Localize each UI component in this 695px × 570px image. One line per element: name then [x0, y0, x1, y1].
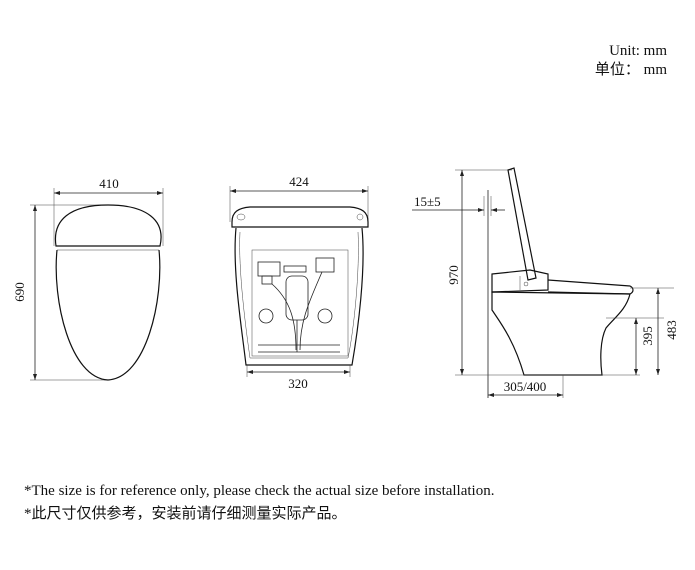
back-body [234, 227, 364, 366]
seat-height-label: 395 [640, 326, 655, 346]
unit-label-cn: 单位： mm [594, 62, 667, 78]
rim-height-label: 483 [664, 320, 679, 340]
front-height-label: 690 [12, 282, 27, 302]
disclaimer-en: *The size is for reference only, please … [24, 483, 495, 499]
bowl [491, 291, 631, 376]
raised-lid [507, 167, 537, 281]
water-tank-icon [285, 275, 309, 321]
back-top-width-label: 424 [289, 174, 309, 189]
back-bottom-width-label: 320 [288, 376, 308, 391]
front-lid [54, 204, 162, 247]
unit-label: Unit: mm 单位： mm [595, 42, 667, 80]
side-view: 15±5 970 395 483 [412, 167, 679, 398]
depth-label: 305/400 [504, 379, 547, 394]
unit-label-en: Unit: mm [609, 43, 667, 59]
tank-internals [251, 249, 349, 357]
back-view: 424 320 [229, 174, 369, 391]
front-view: 410 690 [12, 176, 164, 381]
left-port-icon [258, 308, 274, 324]
front-body [55, 249, 161, 381]
offset-label: 15±5 [414, 194, 441, 209]
right-port-icon [317, 308, 333, 324]
back-lid [231, 206, 369, 228]
disclaimer-cn: *此尺寸仅供参考，安装前请仔细测量实际产品。 [24, 506, 347, 522]
seat-panel [491, 269, 549, 293]
front-width-label: 410 [99, 176, 119, 191]
seat [547, 279, 634, 295]
total-height-label: 970 [446, 265, 461, 285]
